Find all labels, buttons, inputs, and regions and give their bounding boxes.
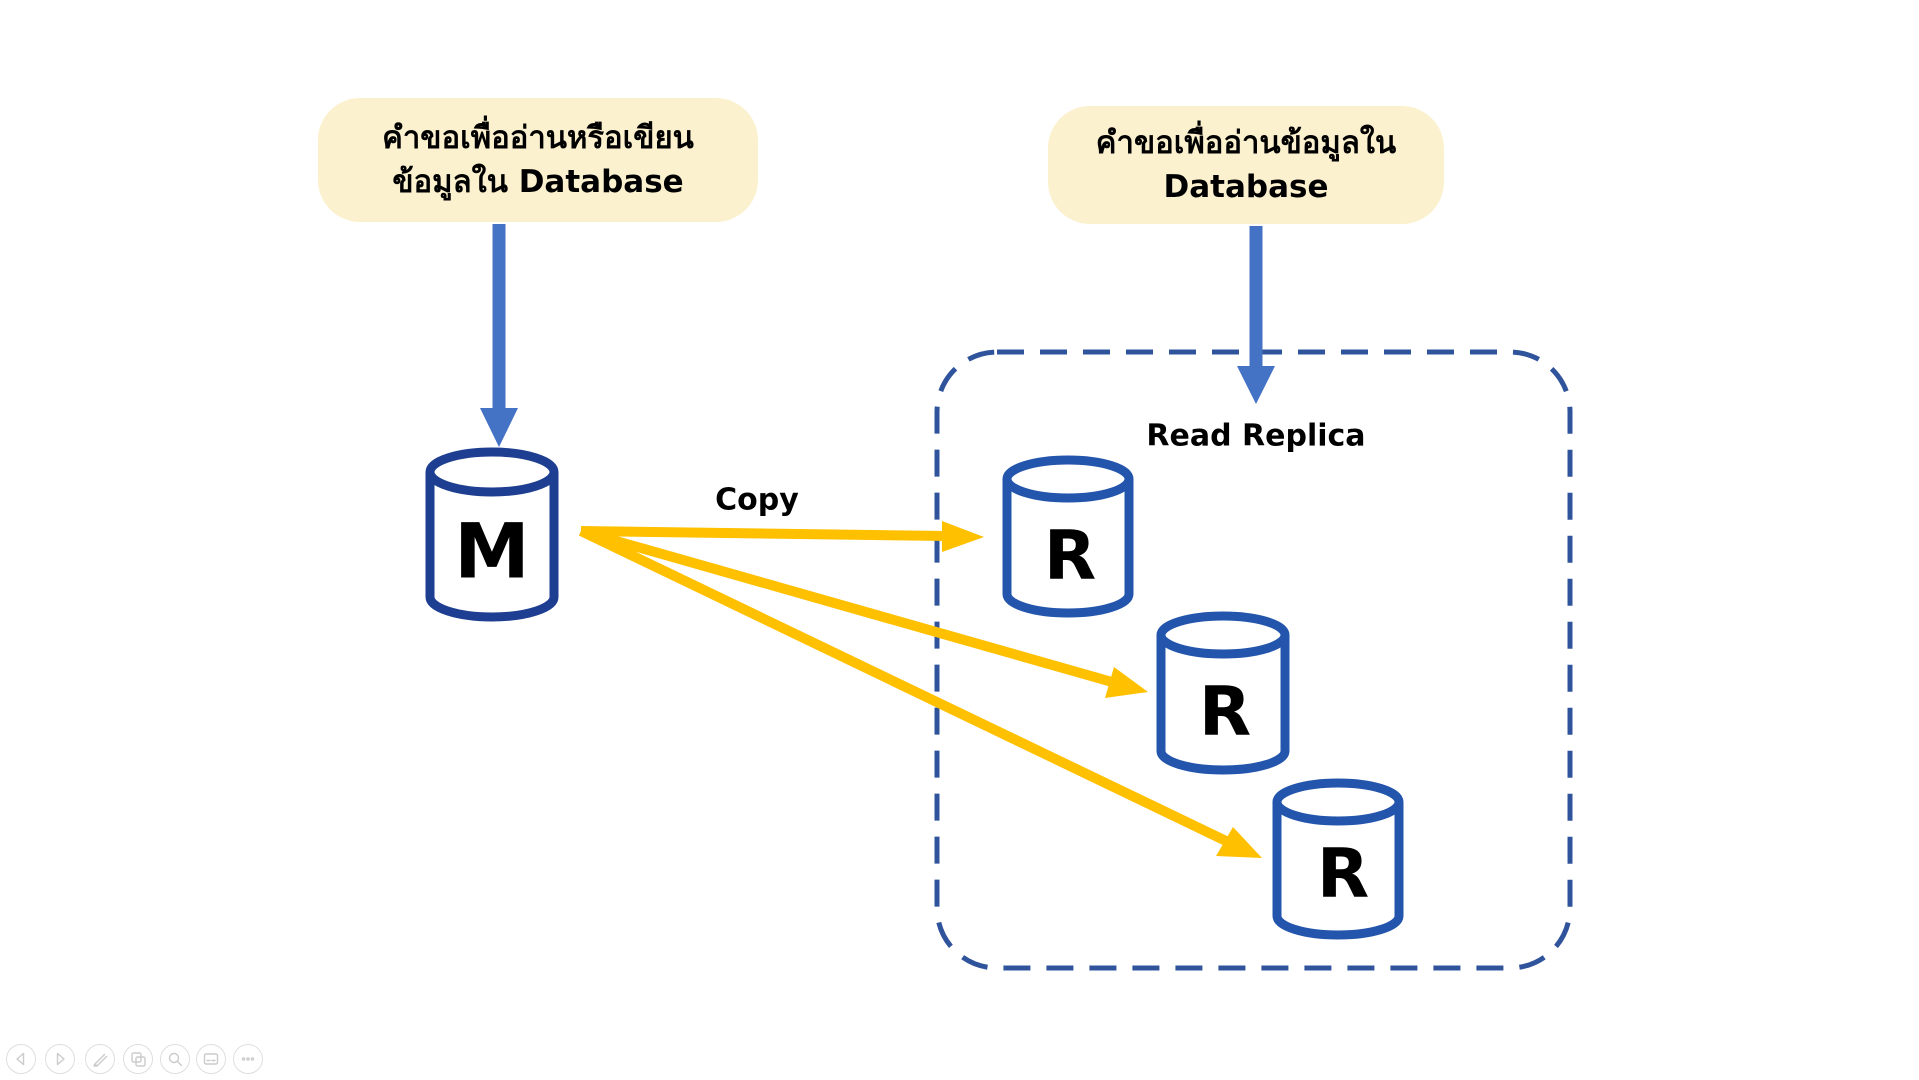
- master-cylinder-label: M: [454, 506, 530, 596]
- captions-icon: [203, 1053, 219, 1065]
- replica-cylinder-3: [1272, 778, 1404, 940]
- previous-slide-icon: [16, 1052, 25, 1066]
- presenter-captions-button[interactable]: [196, 1044, 226, 1074]
- presenter-previous-button[interactable]: [6, 1044, 36, 1074]
- left-callout-line1: คำขอเพื่ออ่านหรือเขียน: [382, 120, 694, 156]
- copy-label: Copy: [715, 482, 799, 518]
- next-slide-icon: [56, 1052, 65, 1066]
- presenter-pen-button[interactable]: [85, 1044, 115, 1074]
- replica-cylinder-1: [1002, 455, 1134, 618]
- copy-arrow-3: [578, 526, 1262, 858]
- write-read-request-arrow: [480, 224, 518, 447]
- left-callout-line2: ข้อมูลใน Database: [392, 164, 684, 200]
- right-callout-line2: Database: [1163, 169, 1329, 205]
- copy-arrow-1: [580, 521, 984, 552]
- replica-cylinder-label: R: [1043, 516, 1097, 596]
- replica-cylinder-label: R: [1198, 672, 1252, 752]
- replica-cylinder-label: R: [1316, 834, 1370, 914]
- read-request-arrow: [1237, 226, 1275, 404]
- pen-icon: [93, 1053, 108, 1067]
- right-callout: คำขอเพื่ออ่านข้อมูลใน Database: [1048, 106, 1444, 224]
- all-slides-icon: [131, 1052, 146, 1067]
- read-replica-group-label: Read Replica: [1146, 418, 1366, 454]
- zoom-icon: [168, 1052, 183, 1067]
- presenter-zoom-button[interactable]: [160, 1044, 190, 1074]
- more-options-icon: [241, 1057, 255, 1061]
- presenter-more-options-button[interactable]: [233, 1044, 263, 1074]
- left-callout: คำขอเพื่ออ่านหรือเขียน ข้อมูลใน Database: [318, 98, 758, 222]
- right-callout-line1: คำขอเพื่ออ่านข้อมูลใน: [1095, 125, 1397, 161]
- copy-arrow-2: [579, 526, 1148, 698]
- replica-cylinder-2: [1156, 611, 1290, 775]
- master-cylinder: [425, 447, 559, 622]
- presenter-next-button[interactable]: [45, 1044, 75, 1074]
- presenter-all-slides-button[interactable]: [123, 1044, 153, 1074]
